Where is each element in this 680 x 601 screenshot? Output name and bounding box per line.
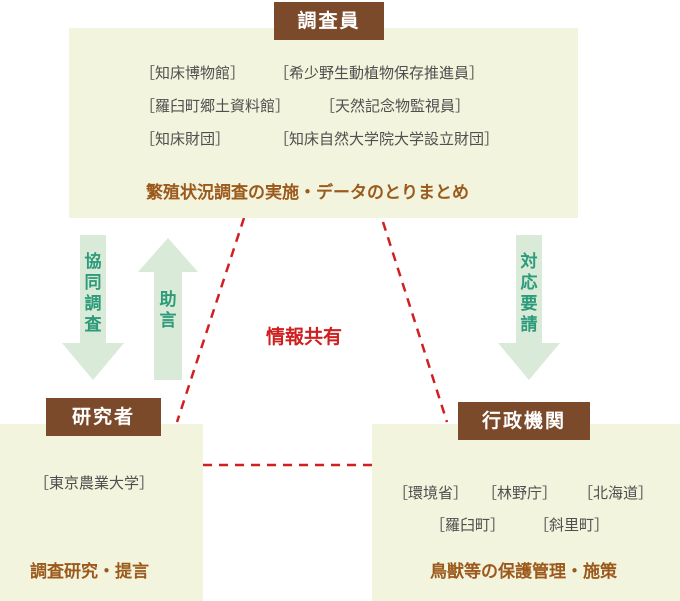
org-hokkaido: ［北海道］	[578, 484, 654, 502]
information-sharing-label: 情報共有	[266, 326, 343, 348]
investigators-box	[69, 28, 578, 218]
joint-survey-label: 協同調査	[84, 252, 102, 335]
org-graduate-school-foundation: ［知床自然大学院大学設立財団］	[274, 130, 500, 148]
researcher-header: 研究者	[46, 398, 161, 436]
government-role: 鳥獣等の保護管理・施策	[430, 562, 617, 582]
response-request-label: 対応要請	[520, 252, 538, 335]
advice-label: 助言	[159, 290, 177, 331]
dashed-line-left	[175, 217, 246, 423]
researcher-box	[0, 424, 203, 601]
org-shari-town: ［斜里町］	[534, 516, 610, 534]
org-shiretoko-foundation: ［知床財団］	[140, 130, 231, 148]
org-natural-monument-monitor: ［天然記念物監視員］	[320, 97, 471, 115]
dashed-line-right	[381, 221, 449, 423]
org-ministry-of-environment: ［環境省］	[393, 484, 469, 502]
org-forestry-agency: ［林野庁］	[482, 484, 558, 502]
investigators-role: 繁殖状況調査の実施・データのとりまとめ	[146, 183, 469, 203]
org-rausu-town: ［羅臼町］	[430, 516, 506, 534]
org-rare-species-promoter: ［希少野生動植物保存推進員］	[274, 64, 485, 82]
researcher-role: 調査研究・提言	[30, 562, 149, 582]
org-shiretoko-museum: ［知床博物館］	[140, 64, 246, 82]
government-header: 行政機関	[458, 402, 590, 440]
investigators-header: 調査員	[274, 2, 384, 40]
org-rausu-local-museum: ［羅臼町郷土資料館］	[140, 97, 291, 115]
org-tokyo-agriculture-university: ［東京農業大学］	[34, 474, 155, 492]
government-box	[372, 424, 680, 601]
